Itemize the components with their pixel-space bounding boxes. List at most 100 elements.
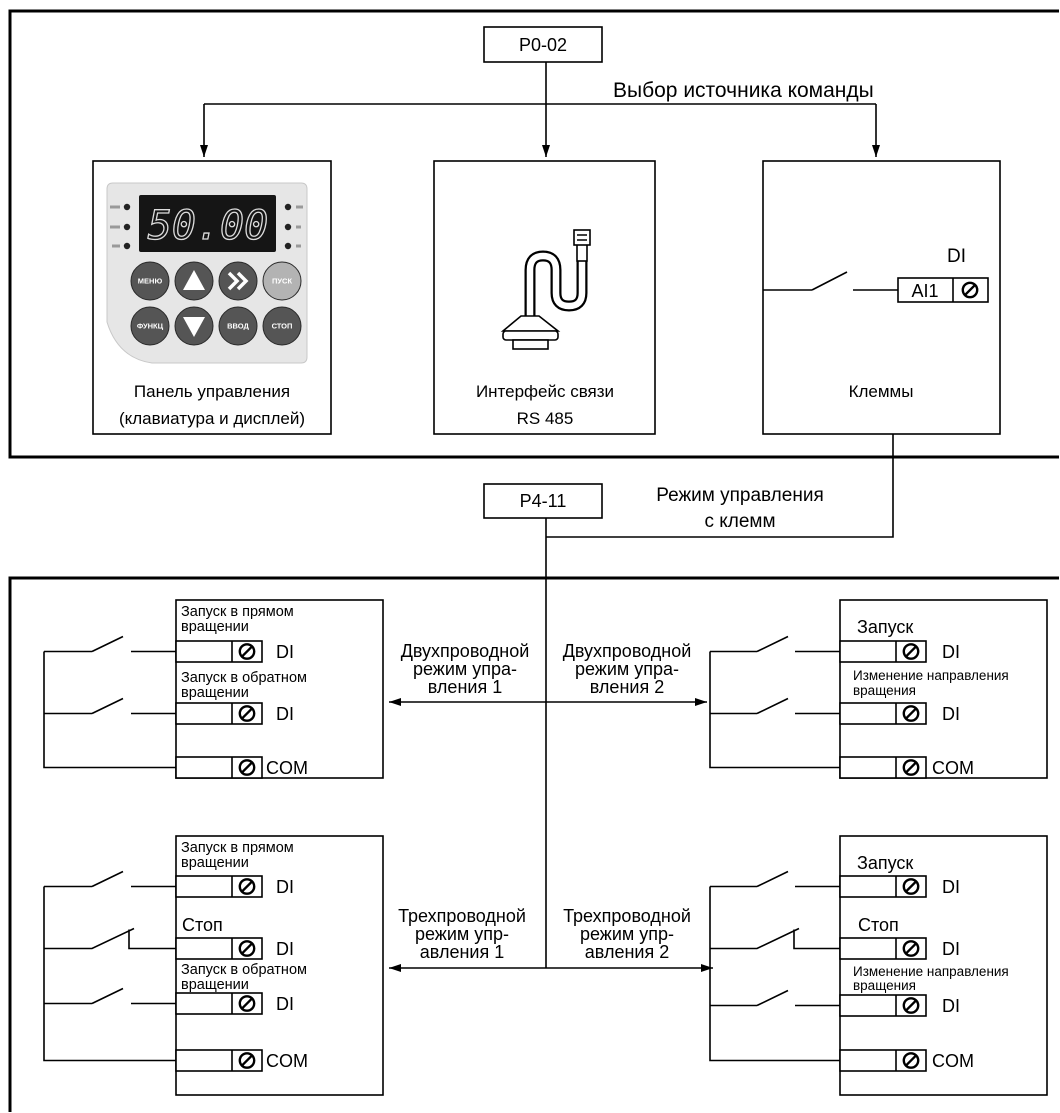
mode-name: авления 2 [585, 942, 669, 962]
status-led [123, 203, 131, 211]
connector-ridges [577, 234, 587, 241]
enter-button: ВВОД [218, 306, 258, 346]
cable-core [526, 252, 586, 318]
input-label: Изменение направления [853, 668, 1009, 683]
two-wire-mode-2-diagram: Запуск DI Изменение направления вращения… [709, 599, 1048, 779]
input-label: Стоп [182, 915, 223, 935]
command-source-frame [8, 9, 1059, 459]
input-label: вращении [181, 855, 249, 871]
mode-name: режим упра- [575, 659, 679, 679]
three-wire-mode-1-diagram: Запуск в прямом вращении DI Стоп DI Запу… [43, 835, 384, 1096]
menu-button: МЕНЮ [130, 261, 170, 301]
control-modes-frame [8, 576, 1059, 1112]
rs485-cable-icon [500, 229, 591, 350]
chevron-icon [236, 271, 249, 291]
input-label: Изменение направления [853, 964, 1009, 979]
comm-interface-subtitle: RS 485 [517, 409, 574, 428]
terminal-block [840, 641, 926, 662]
status-led [123, 242, 131, 250]
down-button [174, 306, 214, 346]
double-chevron-right-icon [227, 271, 249, 291]
down-arrow-icon [183, 317, 205, 337]
menu-button-shape [130, 261, 170, 301]
run-button: ПУСК [262, 261, 302, 301]
p0-02-param-box [483, 26, 603, 63]
terminal-name: DI [942, 704, 960, 724]
mode-name: вления 2 [590, 677, 664, 697]
input-label: вращения [853, 978, 916, 993]
terminal-name: DI [276, 877, 294, 897]
analog-terminal-label: AI1 [911, 281, 938, 301]
switch-normally-open [44, 635, 176, 653]
terminal-group-box [839, 599, 1048, 779]
plug-body [502, 330, 559, 341]
input-label: Запуск [857, 853, 913, 873]
switch-normally-closed [710, 927, 840, 950]
terminal-block [840, 938, 926, 959]
connector-neck [576, 243, 588, 262]
mode-name: Трехпроводной [563, 906, 691, 926]
led-label-mark [112, 244, 120, 248]
terminal-block [176, 938, 262, 959]
common-wire [709, 651, 840, 769]
terminal-group-box [175, 599, 384, 779]
terminal-mode-caption-line2: с клемм [704, 511, 775, 532]
terminal-name: DI [942, 877, 960, 897]
keypad-panel-subtitle: (клавиатура и дисплей) [119, 409, 305, 428]
terminal-block [840, 703, 926, 724]
keypad-illustration: 50.00 МЕНЮ ПУСК [106, 182, 308, 364]
enter-button-label: ВВОД [227, 322, 249, 331]
mode-name: Двухпроводной [563, 641, 692, 661]
led-label-mark [296, 205, 303, 209]
terminal-block [176, 993, 262, 1014]
terminal-block [176, 641, 262, 662]
switch-normally-closed [44, 927, 176, 950]
switch-normally-open [710, 989, 840, 1007]
terminal-name: COM [266, 758, 308, 778]
function-button: ФУНКЦ [130, 306, 170, 346]
terminal-name: COM [932, 1051, 974, 1071]
terminal-name: DI [276, 642, 294, 662]
plug-base [512, 339, 549, 350]
stop-button-label: СТОП [272, 322, 293, 331]
stop-button-shape [262, 306, 302, 346]
terminal-block [176, 1050, 262, 1071]
p4-11-param-box [483, 483, 603, 519]
terminal-block [176, 703, 262, 724]
switch-normally-open [44, 987, 176, 1005]
unit-led [284, 203, 292, 211]
terminal-block [176, 876, 262, 897]
analog-terminal-block [897, 277, 989, 303]
mode-name: режим упра- [413, 659, 517, 679]
input-label: вращении [181, 977, 249, 993]
terminal-mode-caption: Режим управления [656, 485, 823, 506]
mode-name: Трехпроводной [398, 906, 526, 926]
switch-normally-open [710, 697, 840, 715]
display-value: 50.00 [148, 203, 268, 249]
unit-led [284, 223, 292, 231]
common-wire [43, 886, 176, 1062]
keypad-panel-title: Панель управления [134, 382, 290, 401]
shift-button [218, 261, 258, 301]
run-button-label: ПУСК [272, 277, 292, 286]
terminals-title: Клеммы [849, 382, 914, 401]
keypad-display [139, 195, 276, 252]
input-label: вращения [853, 683, 916, 698]
mode-name: авления 1 [420, 942, 504, 962]
switch-normally-open [710, 870, 840, 888]
chevron-icon [227, 271, 240, 291]
terminal-name: DI [276, 704, 294, 724]
switch-normally-open [710, 635, 840, 653]
switch-normally-open [44, 697, 176, 715]
terminal-block [840, 995, 926, 1016]
source-selection-caption: Выбор источника команды [613, 79, 874, 102]
led-label-mark [296, 225, 301, 229]
terminal-block [840, 1050, 926, 1071]
terminal-name: COM [932, 758, 974, 778]
input-label: вращении [181, 685, 249, 701]
p0-02-param-code: P0-02 [519, 35, 567, 55]
stop-button: СТОП [262, 306, 302, 346]
input-label: Запуск [857, 617, 913, 637]
connector-head [573, 229, 591, 246]
